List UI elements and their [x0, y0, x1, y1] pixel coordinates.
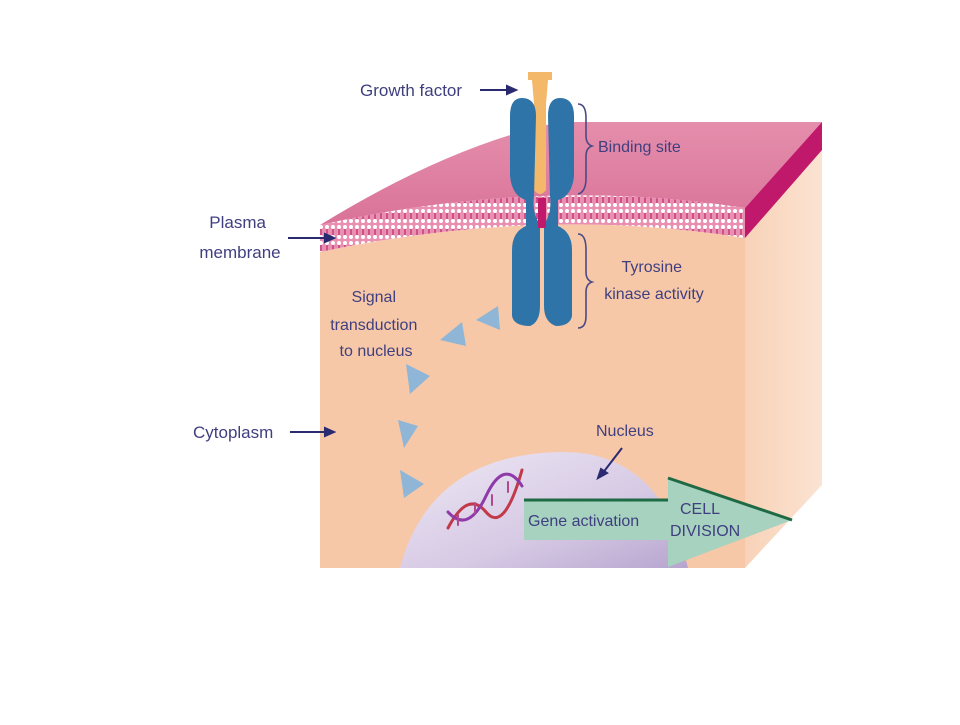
cell-side-face — [745, 148, 822, 568]
cell-division-label-line: CELL — [680, 501, 720, 518]
signal-transduction-label: Signal transduction to nucleus — [330, 289, 422, 360]
tyrosine-kinase-label-line: Tyrosine — [622, 259, 683, 276]
nucleus-label: Nucleus — [596, 423, 654, 440]
cell-division-label-line: DIVISION — [670, 523, 740, 540]
growth-factor-ligand — [528, 72, 552, 194]
signal-arrows — [398, 306, 500, 498]
gene-activation-arrow — [524, 476, 793, 567]
brace-lines — [577, 103, 595, 329]
binding-site-label: Binding site — [598, 139, 681, 156]
signal-transduction-label-line: Signal — [352, 289, 396, 306]
cytoplasm-label: Cytoplasm — [193, 423, 273, 442]
cell-division-label: CELL DIVISION — [670, 501, 740, 540]
signal-arrow-icon — [476, 306, 500, 330]
gene-activation-label: Gene activation — [528, 513, 639, 530]
signal-transduction-label-line: transduction — [330, 317, 417, 334]
plasma-membrane-label-line: Plasma — [209, 213, 266, 232]
signal-arrow-icon — [398, 420, 418, 448]
tyrosine-kinase-label-line: kinase activity — [604, 286, 704, 303]
dna-helix-icon — [446, 468, 524, 530]
plasma-membrane-label: Plasma membrane — [199, 213, 280, 262]
tyrosine-kinase-label: Tyrosine kinase activity — [604, 259, 704, 303]
receptor-tyrosine-kinase — [510, 98, 574, 326]
signal-arrow-icon — [406, 364, 430, 394]
signal-arrow-icon — [440, 322, 466, 346]
plasma-membrane-label-line: membrane — [199, 243, 280, 262]
membrane-edge — [745, 122, 822, 238]
growth-factor-label: Growth factor — [360, 81, 462, 100]
leader-lines — [288, 84, 623, 481]
signal-transduction-label-line: to nucleus — [340, 343, 413, 360]
signal-arrow-icon — [400, 470, 424, 498]
